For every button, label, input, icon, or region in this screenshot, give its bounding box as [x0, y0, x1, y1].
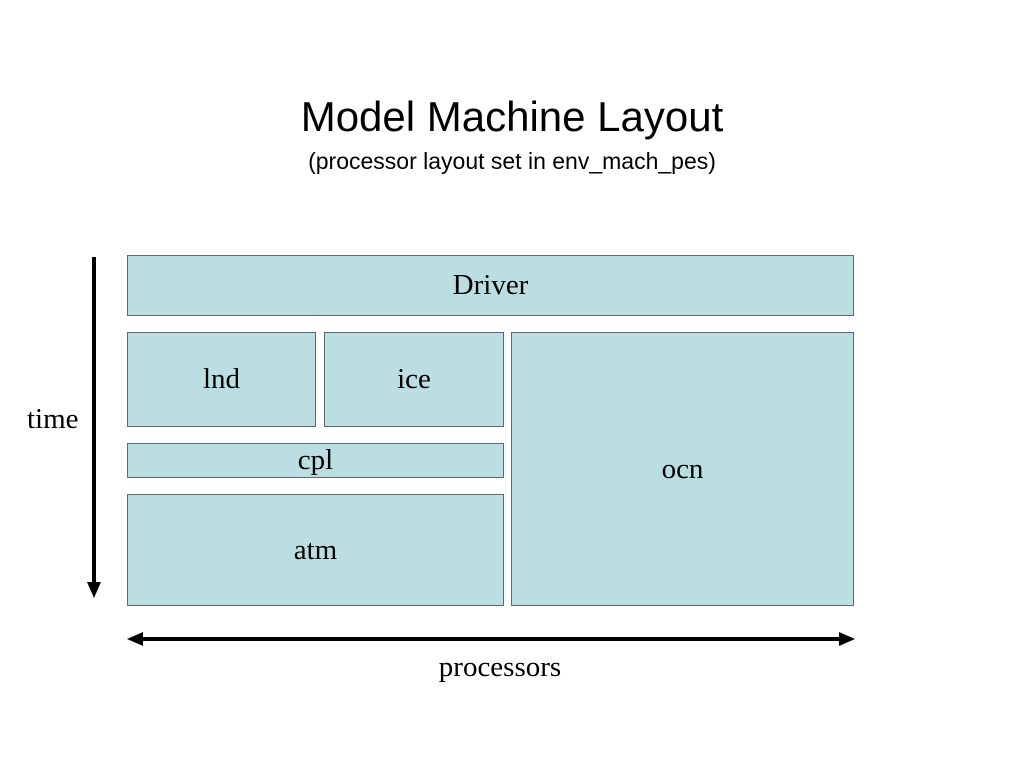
time-axis-label: time: [27, 403, 79, 435]
processors-arrow: [127, 632, 855, 646]
driver-label: Driver: [452, 269, 529, 301]
processors-axis-label: processors: [438, 651, 562, 683]
driver-box: Driver: [127, 255, 854, 316]
ice-label: ice: [397, 363, 431, 395]
ocn-box: ocn: [511, 332, 854, 606]
cpl-box: cpl: [127, 443, 504, 478]
lnd-box: lnd: [127, 332, 316, 427]
lnd-label: lnd: [202, 363, 241, 395]
atm-label: atm: [293, 533, 338, 566]
ice-box: ice: [324, 332, 504, 427]
slide-subtitle: (processor layout set in env_mach_pes): [308, 148, 716, 174]
slide-title: Model Machine Layout: [300, 93, 724, 140]
time-arrow: [87, 257, 101, 598]
cpl-label: cpl: [297, 444, 334, 476]
ocn-label: ocn: [661, 452, 704, 485]
atm-box: atm: [127, 494, 504, 606]
